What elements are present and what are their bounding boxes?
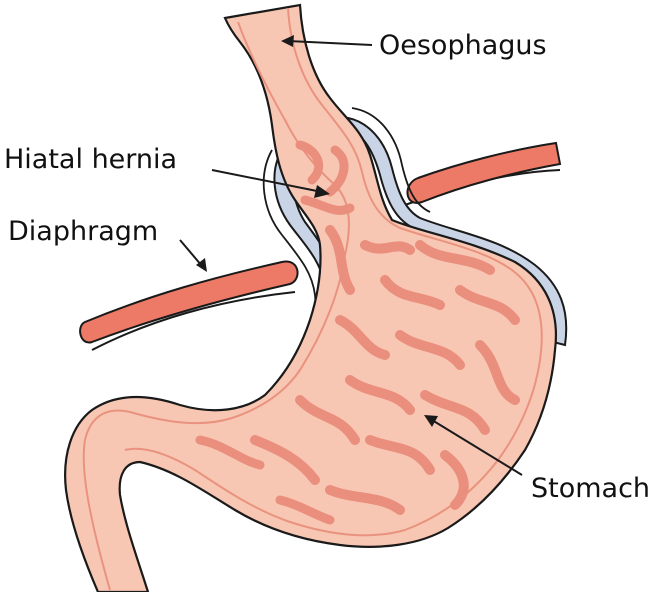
diaphragm-right-muscle	[407, 143, 560, 203]
diaphragm-left-muscle	[80, 262, 297, 343]
diaphragm-label-text: Diaphragm	[8, 216, 158, 247]
oesophagus-label-text: Oesophagus	[379, 30, 547, 61]
label-diaphragm: Diaphragm	[8, 216, 207, 272]
stomach-label-text: Stomach	[531, 473, 650, 504]
label-oesophagus: Oesophagus	[281, 30, 547, 61]
hiatal-hernia-label-text: Hiatal hernia	[4, 144, 177, 175]
ruga	[365, 245, 410, 250]
diaphragm-left	[80, 262, 297, 350]
diaphragm-leader-line	[180, 240, 202, 266]
diaphragm-right	[405, 143, 560, 205]
